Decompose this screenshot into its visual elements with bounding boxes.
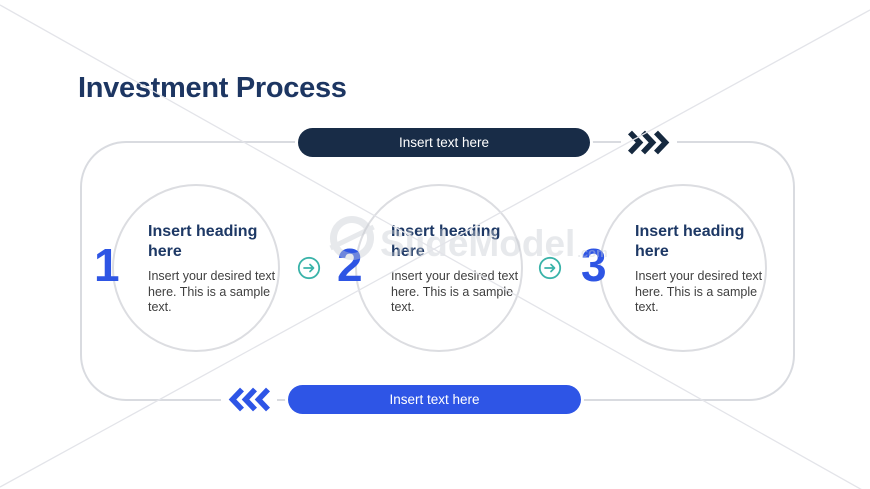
- step-number-2: 2: [337, 239, 363, 291]
- chevrons-left-icon: [221, 387, 277, 412]
- step-heading-3: Insert heading here: [635, 223, 745, 260]
- arrow-circle-right-icon: [538, 256, 562, 280]
- step-number-1: 1: [94, 239, 120, 291]
- step-body-1: Insert your desired text here. This is a…: [148, 269, 276, 314]
- step-circle-2: 2 Insert heading here Insert your desire…: [337, 184, 523, 352]
- step-body-2: Insert your desired text here. This is a…: [391, 269, 519, 314]
- slide-title: Investment Process: [78, 72, 347, 104]
- step-circle-3: 3 Insert heading here Insert your desire…: [581, 184, 767, 352]
- step-circle-1: 1 Insert heading here Insert your desire…: [94, 184, 280, 352]
- arrow-circle-right-icon: [297, 256, 321, 280]
- chevrons-right-icon: [621, 130, 677, 155]
- top-banner-label: Insert text here: [398, 135, 490, 150]
- bottom-banner: Insert text here: [288, 385, 581, 414]
- step-text-3: Insert heading here Insert your desired …: [635, 222, 767, 316]
- step-text-2: Insert heading here Insert your desired …: [391, 222, 523, 316]
- bottom-banner-label: Insert text here: [389, 392, 480, 407]
- step-body-3: Insert your desired text here. This is a…: [635, 269, 763, 314]
- step-text-1: Insert heading here Insert your desired …: [148, 222, 280, 316]
- step-heading-2: Insert heading here: [391, 223, 501, 260]
- top-banner: Insert text here: [298, 128, 590, 157]
- step-number-3: 3: [581, 239, 607, 291]
- step-heading-1: Insert heading here: [148, 223, 258, 260]
